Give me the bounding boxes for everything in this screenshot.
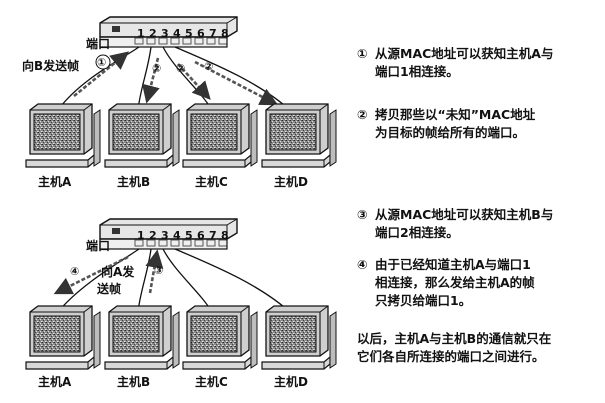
bottom-switch <box>99 218 238 250</box>
bottom-marker-4: ④ <box>70 265 79 278</box>
top-marker-2a: ② <box>152 62 161 75</box>
bottom-send-label-line1: 向A发 <box>101 264 135 279</box>
top-marker-1: ① <box>97 56 106 69</box>
note-1-marker: ① <box>357 46 368 61</box>
top-port-number: 6 <box>197 27 205 40</box>
note-1: ① 从源MAC地址可以获知主机A与 端口1相连接。 <box>357 45 553 81</box>
top-port-number: 4 <box>173 27 181 40</box>
closing-line2: 它们各自所连接的端口之间进行。 <box>357 349 545 364</box>
closing-note: 以后，主机A与主机B的通信就只在 它们各自所连接的端口之间进行。 <box>357 330 551 366</box>
note-2-marker: ② <box>357 107 368 122</box>
bottom-host-d-computer-icon <box>261 305 337 370</box>
note-2-line2: 为目标的帧给所有的端口。 <box>375 125 526 140</box>
bottom-port-number: 7 <box>209 229 217 242</box>
top-port-number: 3 <box>161 27 169 40</box>
top-marker-1-circle <box>95 54 111 70</box>
bottom-port-number: 5 <box>185 229 193 242</box>
top-port-number: 7 <box>209 27 217 40</box>
note-4-line3: 只拷贝给端口1。 <box>375 293 472 308</box>
bottom-cables <box>57 248 293 315</box>
top-host-c-computer-icon <box>182 103 258 168</box>
note-4-marker: ④ <box>357 257 368 272</box>
note-4-line1: 由于已经知道主机A与端口1 <box>375 257 531 272</box>
top-host-d-computer-icon <box>261 103 337 168</box>
bottom-send-label-line2: 送帧 <box>96 281 121 296</box>
note-3-marker: ③ <box>357 207 368 222</box>
note-4-line2: 相连接，那么发给主机A的帧 <box>375 275 535 290</box>
bottom-host-b-computer-icon <box>104 305 180 370</box>
note-3: ③ 从源MAC地址可以获知主机B与 端口2相连接。 <box>357 206 553 242</box>
top-switch <box>99 16 238 48</box>
bottom-port-number: 3 <box>161 229 169 242</box>
note-1-line2: 端口1相连接。 <box>375 64 459 79</box>
bottom-port-sockets <box>134 239 228 247</box>
top-marker-2c: ② <box>204 60 213 73</box>
bottom-host-b-label: 主机B <box>117 374 150 389</box>
note-3-line1: 从源MAC地址可以获知主机B与 <box>375 207 554 222</box>
top-host-c-label: 主机C <box>195 174 228 189</box>
top-port-number: 1 <box>137 27 145 40</box>
note-3-line2: 端口2相连接。 <box>375 225 459 240</box>
top-host-a-computer-icon <box>25 103 101 168</box>
bottom-host-c-computer-icon <box>182 305 258 370</box>
bottom-frame-arrows <box>53 249 164 295</box>
top-port-number: 8 <box>221 27 229 40</box>
top-port-number: 2 <box>149 27 157 40</box>
bottom-marker-3: ③ <box>154 264 163 277</box>
top-host-d-label: 主机D <box>274 174 308 189</box>
note-2-line1: 拷贝那些以“未知”MAC地址 <box>375 107 536 122</box>
bottom-host-c-label: 主机C <box>195 374 228 389</box>
closing-line1: 以后，主机A与主机B的通信就只在 <box>357 331 552 346</box>
bottom-port-number: 4 <box>173 229 181 242</box>
top-host-b-computer-icon <box>104 103 180 168</box>
top-port-number: 5 <box>185 27 193 40</box>
bottom-port-number: 6 <box>197 229 205 242</box>
top-send-label: 向B发送帧 <box>22 58 79 73</box>
note-2: ② 拷贝那些以“未知”MAC地址 为目标的帧给所有的端口。 <box>357 106 535 142</box>
bottom-port-number: 2 <box>149 229 157 242</box>
bottom-port-number: 1 <box>137 229 145 242</box>
bottom-host-d-label: 主机D <box>274 374 308 389</box>
bottom-port-word: 端口 <box>86 238 110 253</box>
top-host-b-label: 主机B <box>117 174 150 189</box>
note-4: ④ 由于已经知道主机A与端口1 相连接，那么发给主机A的帧 只拷贝给端口1。 <box>357 256 535 310</box>
top-frame-arrows <box>73 51 279 106</box>
bottom-host-a-label: 主机A <box>38 374 72 389</box>
bottom-host-a-computer-icon <box>25 305 101 370</box>
note-1-line1: 从源MAC地址可以获知主机A与 <box>375 46 554 61</box>
top-marker-2b: ② <box>176 62 185 75</box>
top-host-a-label: 主机A <box>38 174 72 189</box>
bottom-port-number: 8 <box>221 229 229 242</box>
top-port-word: 端口 <box>86 36 110 51</box>
